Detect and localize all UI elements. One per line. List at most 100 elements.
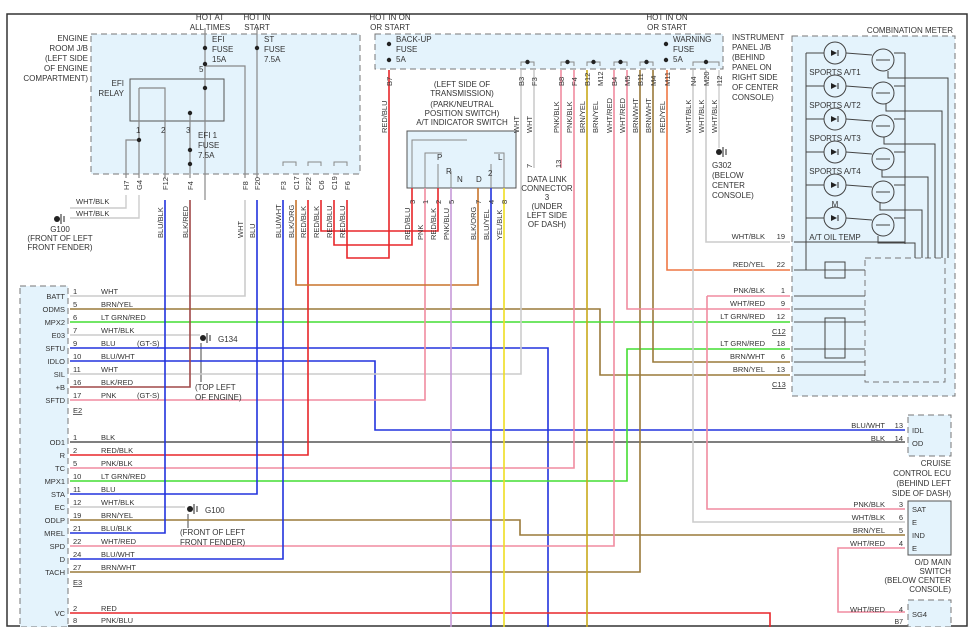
switch-position-2: 2: [488, 169, 493, 178]
wire-tc: [70, 70, 575, 469]
od-pin: 4: [899, 539, 903, 548]
connector-M20: M20: [702, 71, 711, 86]
switch-internal: [411, 139, 467, 188]
wire-wht-red: [626, 70, 790, 310]
sg4-component-box: [907, 599, 952, 628]
ecm-pin: 1: [73, 287, 77, 296]
junction-dot: [663, 41, 669, 47]
ecm-terminal-R: R: [60, 451, 66, 460]
wire-label: WHT/RED: [618, 97, 627, 133]
g302-label: (BELOW: [712, 171, 744, 180]
ecm-terminal-SFTD: SFTD: [45, 396, 65, 405]
instrument-panel-jb-label: CONSOLE): [732, 93, 774, 102]
wire-layer: [70, 28, 949, 627]
switch-pin-5: 5: [447, 200, 456, 204]
engine-room-jb-label: OF ENGINE: [44, 64, 88, 73]
indicator-label: SPORTS A/T1: [809, 68, 861, 77]
junction-dot: [525, 59, 530, 65]
wire-red-blk-sw: [320, 188, 439, 232]
wire-label: BLK: [101, 433, 115, 442]
wire-label: BRN/YEL: [101, 511, 133, 520]
wire-label: BRN/YEL: [591, 101, 600, 133]
connector-B4: B4: [610, 77, 619, 86]
wire-wht-blk-od: [692, 70, 905, 523]
relay-coil-wire: [139, 87, 166, 178]
wire-label: LT GRN/RED: [720, 312, 765, 321]
meter-line: [845, 118, 873, 122]
junction-dot: [386, 41, 392, 47]
st-fuse-label: 7.5A: [264, 55, 281, 64]
wire-label: BLU/WHT: [101, 352, 135, 361]
indicator-lamp-icon: [823, 74, 895, 105]
wire-label: WHT/BLK: [76, 197, 109, 206]
wire-label: RED/BLK: [101, 446, 133, 455]
ecm-terminal-IDLO: IDLO: [47, 357, 65, 366]
connector-B7: B7: [385, 77, 394, 86]
wire-label: BRN/YEL: [853, 526, 885, 535]
ecm-pin: 6: [73, 313, 77, 322]
g100-mid-ground-icon: [187, 504, 198, 514]
junction-dot: [187, 110, 193, 116]
instrument-panel-jb-label: PANEL J/B: [732, 43, 771, 52]
od-terminal-IND: IND: [912, 531, 926, 540]
backup-fuse-label: BACK-UP: [396, 35, 432, 44]
efi-to-f8-wire: [205, 65, 246, 178]
ecm-box: [19, 285, 69, 628]
wire-label: RED/YEL: [658, 101, 667, 133]
ecm-pin: 27: [73, 563, 81, 572]
wire-label: WHT/BLK: [732, 232, 765, 241]
ecm-pin: 10: [73, 352, 81, 361]
backup-power-label: OR START: [370, 23, 410, 32]
ecm-terminal-D: D: [60, 555, 66, 564]
meter-line: [883, 137, 936, 258]
wire-label: BRN/YEL: [733, 365, 765, 374]
connector-C6: C6: [317, 180, 326, 190]
ecm-pin: 21: [73, 524, 81, 533]
wire-label: BLK/RED: [101, 378, 134, 387]
od-terminal-E: E: [912, 544, 917, 553]
cruise-pin: 14: [895, 434, 903, 443]
wire-label: WHT: [512, 116, 521, 133]
wire-red-blu-sw: [333, 188, 413, 246]
wire-label: RED/YEL: [733, 260, 765, 269]
indicator-label: SPORTS A/T2: [809, 101, 861, 110]
meter-line: [845, 184, 873, 188]
switch-pin-1: 1: [421, 200, 430, 204]
ecm-pin: 2: [73, 446, 77, 455]
jumper: [282, 161, 297, 166]
switch-position-D: D: [476, 175, 482, 184]
wire-plusb: [70, 200, 191, 388]
wire-odlp: [70, 519, 905, 536]
indicator-lamp-icon: [823, 206, 895, 237]
g100-wire-1: [70, 195, 127, 209]
ecm-terminal-OD1: OD1: [50, 438, 65, 447]
connector-C19: C19: [330, 176, 339, 190]
meter-pin-12: 12: [777, 312, 785, 321]
meter-line: [879, 203, 923, 258]
wire-label: BRN/YEL: [101, 300, 133, 309]
ecm-terminal-ODLP: ODLP: [45, 516, 65, 525]
wire-label: BLK/RED: [181, 205, 190, 238]
wire-label: WHT/BLK: [101, 498, 134, 507]
efi-fuse-label: 15A: [212, 55, 227, 64]
wire-label: WHT/RED: [850, 539, 886, 548]
wire-sftu: [70, 347, 549, 627]
ecm-terminal-+B: +B: [56, 383, 65, 392]
wire-mrel: [70, 200, 166, 534]
connector-M4: M4: [649, 76, 658, 86]
at-switch-type-label: (PARK/NEUTRAL: [430, 100, 494, 109]
relay-pin-1: 1: [136, 126, 141, 135]
wire-label: BRN/WHT: [101, 563, 136, 572]
ecm-terminal-TACH: TACH: [45, 568, 65, 577]
ecm-terminal-SIL: SIL: [54, 370, 65, 379]
st-fuse-label: FUSE: [264, 45, 285, 54]
indicator-label: SPORTS A/T4: [809, 167, 861, 176]
g302-label: CENTER: [712, 181, 745, 190]
ecm-terminal-MREL: MREL: [44, 529, 65, 538]
instrument-panel-jb-label: INSTRUMENT: [732, 33, 785, 42]
junction-dot: [618, 59, 623, 65]
warning-fuse-label: 5A: [673, 55, 683, 64]
engine-room-jb-label: COMPARTMENT): [23, 74, 88, 83]
junction-dot: [187, 161, 193, 167]
